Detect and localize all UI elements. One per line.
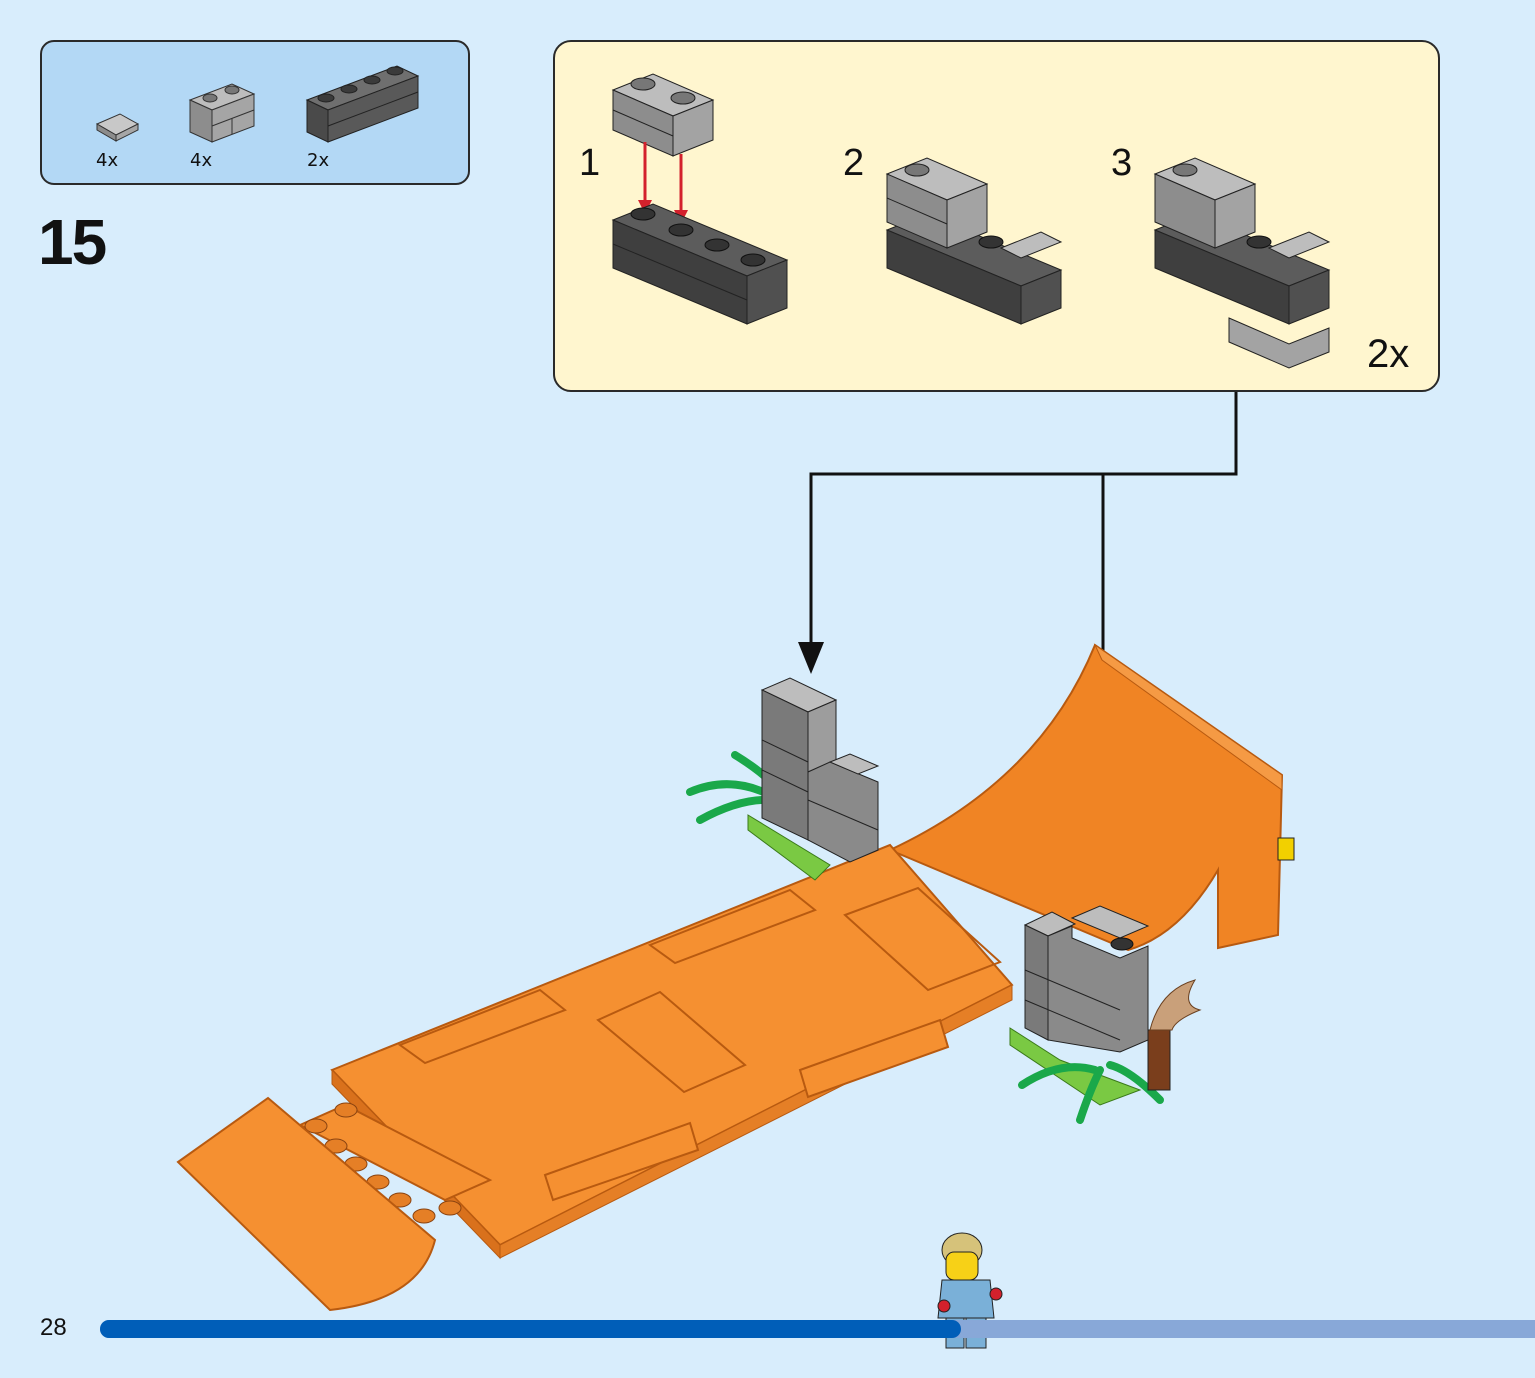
parts-illustrations	[95, 65, 420, 143]
substep-number-3: 3	[1111, 142, 1133, 184]
progress-bar-fill	[100, 1320, 961, 1338]
yellow-stud	[1277, 837, 1295, 861]
substep-illustrations	[611, 73, 1331, 369]
step-number: 15	[38, 206, 107, 278]
right-stone-wall	[1009, 905, 1202, 1124]
substep-1-illustration	[611, 73, 789, 325]
orange-quarter-pipe-ramp	[887, 643, 1295, 952]
part-qty-tile: 4x	[96, 150, 119, 171]
green-plant-right	[1018, 1061, 1164, 1124]
arrow-head-left	[798, 642, 824, 674]
minifigure-progress-marker	[937, 1232, 1003, 1349]
brown-torch	[1147, 1029, 1171, 1091]
substep-multiplier: 2x	[1367, 332, 1410, 376]
dark-gray-masonry-brick-1x4-icon	[305, 65, 420, 143]
page-number: 28	[40, 1314, 67, 1341]
substep-number-1: 1	[579, 142, 601, 184]
substep-box: 1 2 3 2x	[553, 40, 1440, 392]
parts-list-box: 4x 4x 2x	[40, 40, 470, 185]
substep-number-2: 2	[843, 142, 865, 184]
substep-2-illustration	[885, 157, 1063, 325]
progress-bar	[100, 1320, 1535, 1338]
gray-tile-1x1-icon	[95, 113, 140, 142]
part-qty-brick-1x4: 2x	[307, 150, 330, 171]
gray-masonry-brick-1x2-icon	[188, 83, 256, 143]
left-stone-wall	[686, 677, 880, 881]
orange-deck	[176, 843, 1014, 1312]
substep-3-illustration	[1153, 157, 1331, 369]
part-qty-brick-1x2: 4x	[190, 150, 213, 171]
